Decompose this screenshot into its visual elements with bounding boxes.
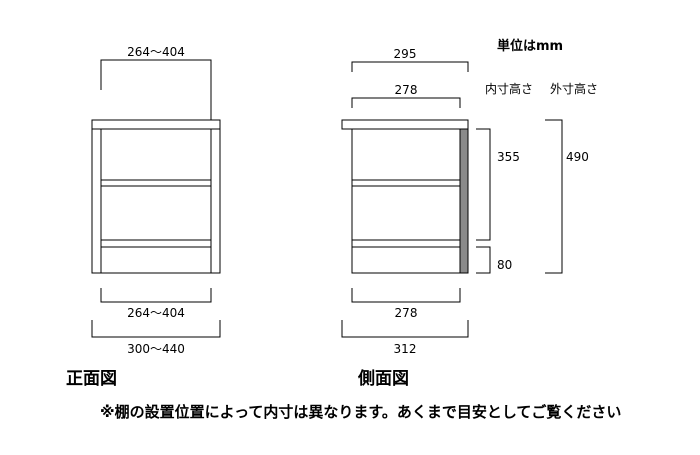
side-top-depth-bracket bbox=[351, 61, 469, 72]
base-height-bracket bbox=[476, 246, 491, 274]
front-outer-width-label: 300～440 bbox=[127, 342, 185, 356]
front-top-width-bracket bbox=[100, 59, 212, 120]
side-mid-depth-label: 278 bbox=[394, 83, 418, 97]
outer-height-bracket bbox=[545, 119, 563, 274]
base-height-label: 80 bbox=[497, 258, 513, 272]
inner-height-bracket bbox=[476, 128, 491, 241]
front-inner-width-label: 264～404 bbox=[127, 306, 185, 320]
front-shelf bbox=[100, 179, 212, 187]
side-back-panel bbox=[459, 128, 469, 274]
outer-height-header: 外寸高さ bbox=[550, 82, 599, 96]
side-inner-depth-label: 278 bbox=[394, 306, 418, 320]
side-outer-depth-bracket bbox=[341, 320, 469, 338]
inner-height-header: 内寸高さ bbox=[485, 82, 534, 96]
front-inner-width-bracket bbox=[100, 288, 212, 303]
side-bottom-board bbox=[351, 239, 461, 248]
front-view-title: 正面図 bbox=[66, 369, 117, 389]
inner-height-label: 355 bbox=[497, 150, 520, 164]
front-view-drawing bbox=[91, 59, 221, 338]
front-outer-width-bracket bbox=[91, 320, 221, 338]
footnote: ※棚の設置位置によって内寸は異なります。あくまで目安としてご覧ください bbox=[100, 403, 622, 421]
unit-label: 単位はmm bbox=[497, 39, 564, 54]
side-body bbox=[351, 128, 461, 274]
front-bottom-board bbox=[100, 239, 212, 248]
side-outer-depth-label: 312 bbox=[393, 342, 417, 356]
side-top-board bbox=[341, 119, 469, 130]
side-top-depth-label: 295 bbox=[393, 47, 417, 61]
side-inner-depth-bracket bbox=[351, 288, 461, 303]
front-top-width-label: 264～404 bbox=[127, 45, 185, 59]
front-top-board bbox=[91, 119, 221, 130]
side-shelf bbox=[351, 179, 461, 187]
side-view-drawing bbox=[341, 61, 563, 338]
side-mid-depth-bracket bbox=[351, 97, 461, 108]
front-body bbox=[91, 128, 221, 274]
side-view-title: 側面図 bbox=[358, 369, 409, 389]
outer-height-label: 490 bbox=[566, 150, 589, 164]
